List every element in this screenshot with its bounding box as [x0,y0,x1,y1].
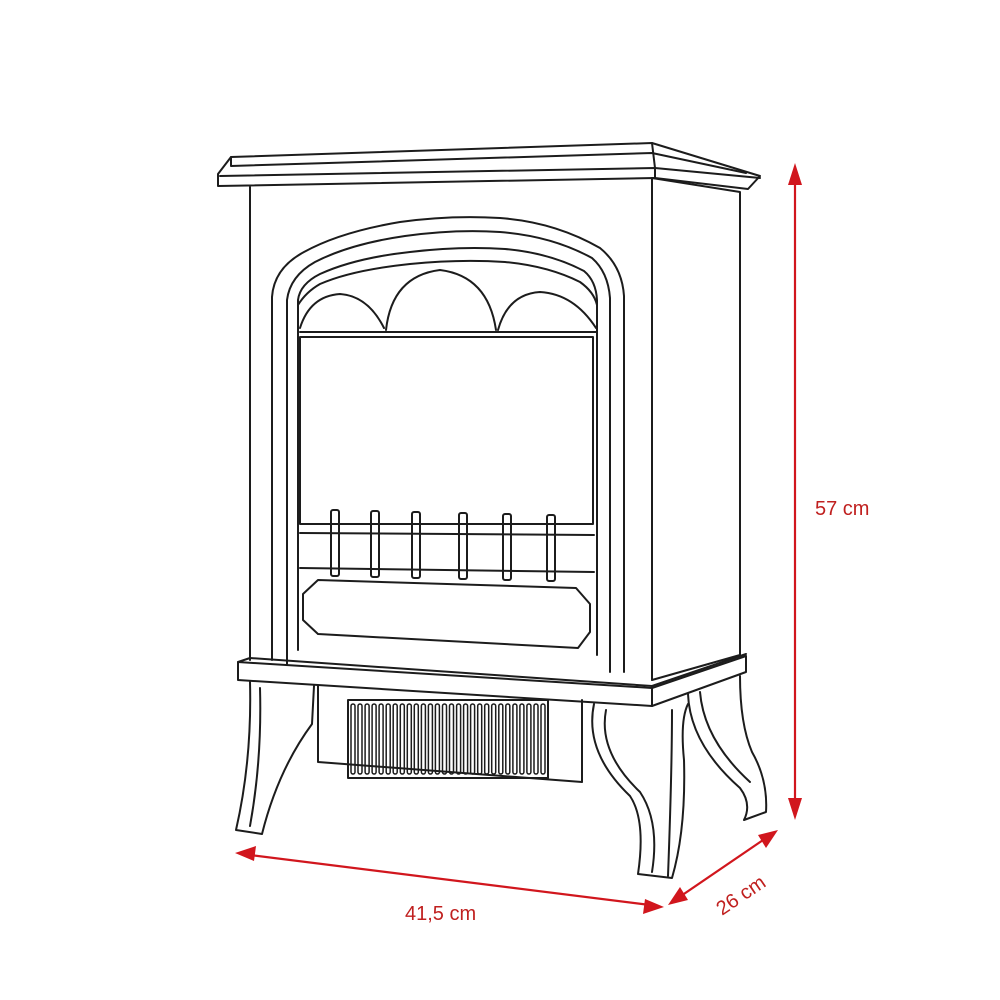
width-label: 41,5 cm [405,903,476,925]
vent-slot [378,703,384,775]
arrow-down-icon [788,798,802,820]
grate-bar [411,511,421,579]
grate-bar [370,510,380,578]
vent-slot [519,703,525,775]
vent-slot [441,703,448,775]
vent-slot [371,703,377,775]
dimension-depth: 26 cm [668,830,778,920]
stove-drawing [217,142,768,879]
vent-slot [498,703,504,775]
vent-slot [420,703,427,775]
height-label: 57 cm [815,498,869,520]
vent-slot [490,703,497,775]
heater-vent [317,685,583,783]
vent-slot [364,703,370,775]
dimension-height: 57 cm [788,163,869,820]
vent-slot [427,703,434,775]
vent-slot [476,703,483,775]
arrow-left-icon [235,846,256,861]
dimension-width: 41,5 cm [235,846,664,925]
vent-slot [385,703,391,775]
door-frame [271,216,625,673]
vent-slot [357,703,363,775]
stove-body [249,177,741,681]
vent-slot [540,703,546,775]
arrow-right-icon [643,899,664,914]
vent-slot [413,703,420,775]
vent-slot [406,703,413,775]
ash-panel [302,579,591,649]
vent-slot [448,703,455,775]
arrow-diagonal-down-icon [668,887,688,905]
arrow-up-icon [788,163,802,185]
vent-slot [434,703,441,775]
grate [299,509,595,582]
vent-slot [505,703,511,775]
leg-front-right [591,703,689,879]
grate-bar [458,512,468,580]
top-cap [217,142,761,190]
vent-slots [350,703,546,775]
grate-bar [502,513,512,581]
arrow-diagonal-up-icon [758,830,778,848]
vent-slot [512,703,518,775]
vent-slot [462,703,469,775]
decorative-arches [299,269,598,333]
vent-slot [455,703,462,775]
vent-slot [399,703,406,775]
leg-back-right [687,675,768,821]
depth-label: 26 cm [712,871,769,920]
flame-window [299,336,594,525]
grate-bar [546,514,556,582]
leg-front-left [235,681,315,835]
grate-bar [330,509,340,577]
vent-slot [350,703,356,775]
base-plinth [237,653,747,707]
vent-slot [533,703,539,775]
vent-slot [392,703,398,775]
vent-slot [469,703,476,775]
vent-slot [526,703,532,775]
vent-slot [483,703,490,775]
